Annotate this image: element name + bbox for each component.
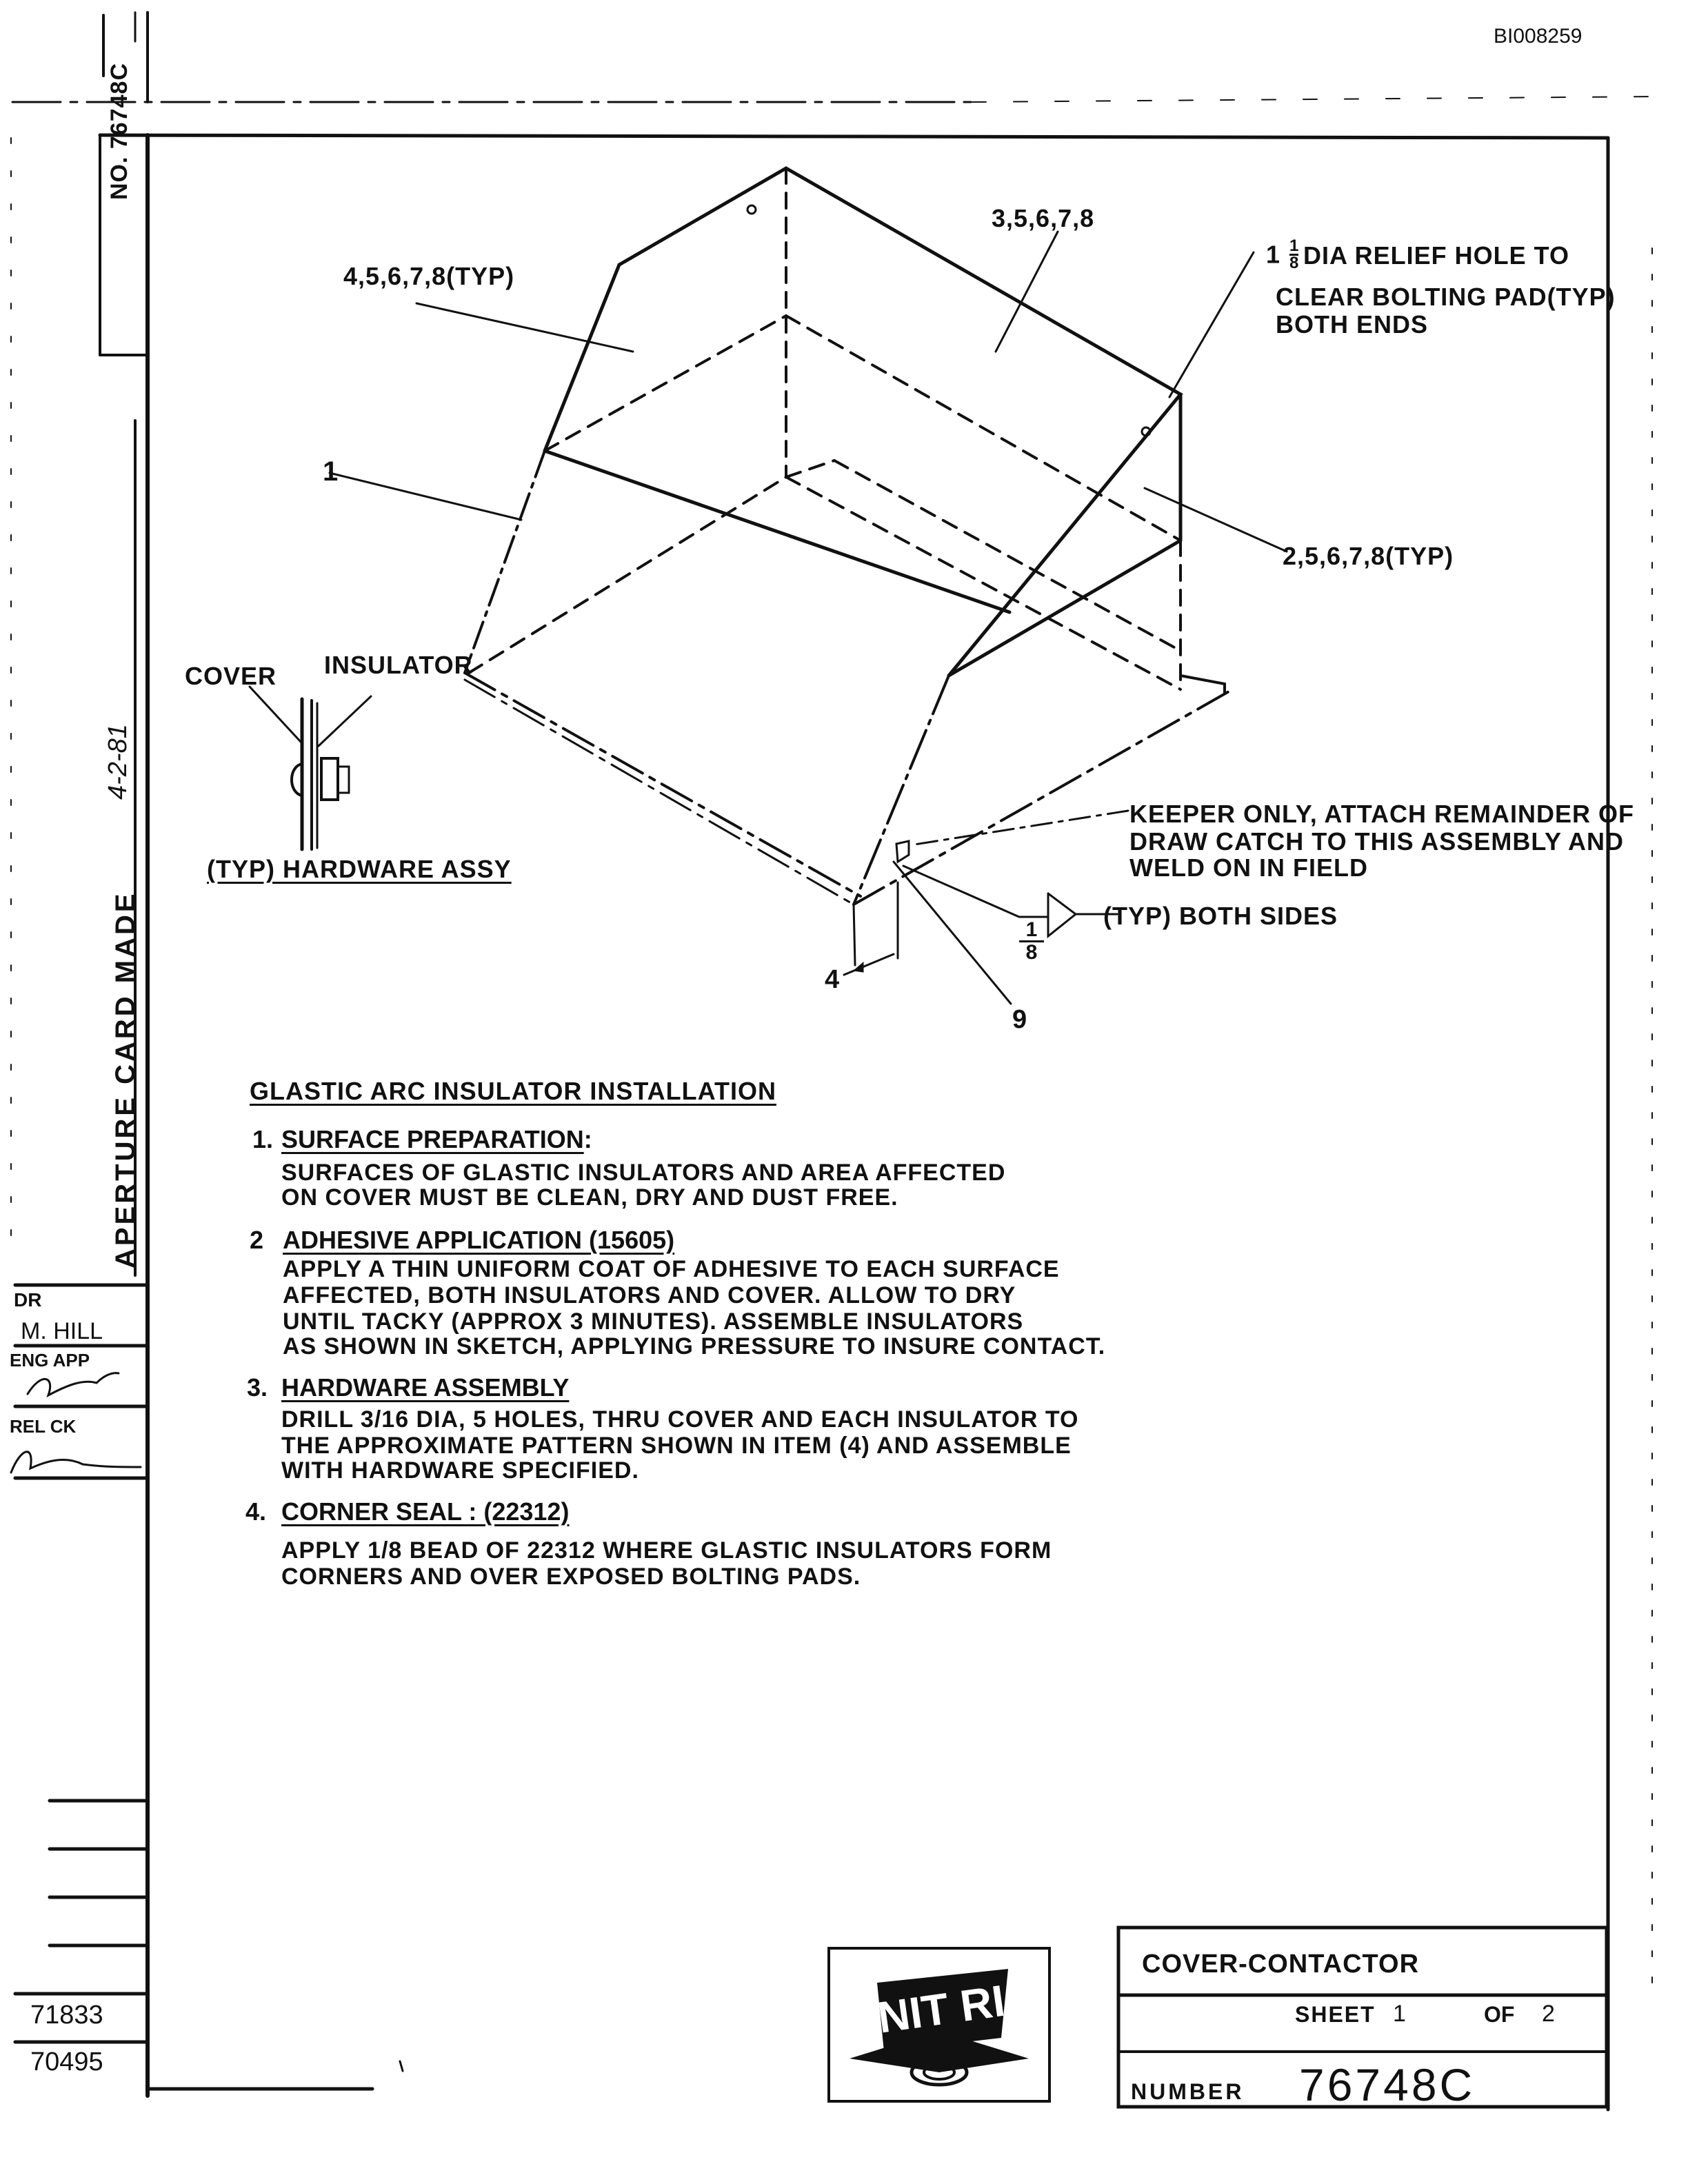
note-3-number: 3. [247, 1373, 268, 1402]
label-insulator: INSULATOR [324, 651, 473, 679]
note-2-title: ADHESIVE APPLICATION (15605) [283, 1226, 675, 1254]
callout-item-4: 4 [825, 965, 841, 994]
note-1-line-2: ON COVER MUST BE CLEAN, DRY AND DUST FRE… [281, 1184, 898, 1211]
note-2-line-4: AS SHOWN IN SKETCH, APPLYING PRESSURE TO… [283, 1333, 1106, 1359]
document-id: BI008259 [1494, 25, 1582, 48]
dr-name: M. HILL [21, 1318, 103, 1344]
note-4-line-2: CORNERS AND OVER EXPOSED BOLTING PADS. [281, 1564, 861, 1590]
callout-relief-hole-line3: BOTH ENDS [1276, 310, 1429, 338]
note-4-number: 4. [245, 1497, 267, 1526]
relief-hole-numerator: 1 [1289, 236, 1299, 256]
note-3-line-1: DRILL 3/16 DIA, 5 HOLES, THRU COVER AND … [281, 1406, 1079, 1433]
label-hardware-assy: (TYP) HARDWARE ASSY [207, 855, 512, 883]
eng-app-label: ENG APP [10, 1350, 90, 1371]
relief-hole-whole: 1 [1266, 240, 1280, 269]
callout-item-9: 9 [1012, 1005, 1028, 1034]
sheet-number: 1 [1393, 2001, 1406, 2027]
label-cover: COVER [185, 662, 277, 690]
rel-ck-label: REL CK [10, 1416, 77, 1437]
relief-hole-denominator: 8 [1289, 254, 1299, 272]
note-4-title: CORNER SEAL : (22312) [281, 1497, 570, 1526]
aperture-card-label: APERTURE CARD MADE [110, 891, 141, 1268]
callout-keeper-line1: KEEPER ONLY, ATTACH REMAINDER OF [1129, 800, 1635, 828]
dr-label: DR [14, 1289, 42, 1311]
unit-rig-logo: UNIT RIG [843, 1969, 1042, 2087]
note-2-number: 2 [250, 1226, 264, 1254]
reference-number-2: 70495 [30, 2048, 103, 2076]
number-label: NUMBER [1131, 2079, 1245, 2104]
note-1-title-suffix: : [583, 1125, 592, 1153]
callout-keeper-line2: DRAW CATCH TO THIS ASSEMBLY AND [1129, 827, 1625, 856]
note-1-line-1: SURFACES OF GLASTIC INSULATORS AND AREA … [281, 1160, 1006, 1186]
sheet-label: SHEET [1295, 2002, 1376, 2027]
of-label: OF [1484, 2002, 1515, 2027]
callout-relief-hole-line1: DIA RELIEF HOLE TO [1303, 241, 1570, 270]
note-2-line-2: AFFECTED, BOTH INSULATORS AND COVER. ALL… [283, 1282, 1016, 1308]
callout-keeper-line3: WELD ON IN FIELD [1129, 853, 1368, 882]
note-1-title: SURFACE PREPARATION: [281, 1125, 592, 1154]
drawing-number: 76748C [1299, 2059, 1476, 2110]
callout-4-5-6-7-8-typ: 4,5,6,7,8(TYP) [343, 262, 515, 290]
reference-number-1: 71833 [30, 2001, 103, 2030]
aperture-date: 4-2-81 [103, 724, 132, 800]
callout-weld-both-sides: (TYP) BOTH SIDES [1103, 902, 1338, 930]
note-1-number: 1. [252, 1125, 274, 1153]
weld-size-denominator: 8 [1019, 940, 1044, 963]
drawing-number-vertical: NO. 76748C [106, 63, 132, 200]
weld-size-numerator: 1 [1025, 918, 1038, 941]
note-3-title: HARDWARE ASSEMBLY [281, 1373, 570, 1402]
notes-heading: GLASTIC ARC INSULATOR INSTALLATION [250, 1077, 776, 1105]
note-2-line-1: APPLY A THIN UNIFORM COAT OF ADHESIVE TO… [283, 1256, 1060, 1282]
note-4-line-1: APPLY 1/8 BEAD OF 22312 WHERE GLASTIC IN… [281, 1537, 1052, 1564]
note-3-line-2: THE APPROXIMATE PATTERN SHOWN IN ITEM (4… [281, 1433, 1072, 1459]
note-3-line-3: WITH HARDWARE SPECIFIED. [281, 1457, 639, 1484]
drawing-title: COVER-CONTACTOR [1142, 1950, 1420, 1979]
note-2-line-3: UNTIL TACKY (APPROX 3 MINUTES). ASSEMBLE… [283, 1308, 1024, 1335]
note-1-title-text: SURFACE PREPARATION [281, 1125, 584, 1153]
sheet-total: 2 [1542, 2001, 1555, 2027]
callout-3-5-6-7-8: 3,5,6,7,8 [992, 204, 1095, 232]
relief-hole-fraction: 1 1 8 [1266, 236, 1301, 272]
callout-2-5-6-7-8-typ: 2,5,6,7,8(TYP) [1283, 542, 1454, 570]
weld-size-fraction: 1 8 [1019, 920, 1044, 963]
callout-item-1: 1 [323, 456, 339, 487]
callout-relief-hole-line2: CLEAR BOLTING PAD(TYP) [1276, 283, 1616, 311]
